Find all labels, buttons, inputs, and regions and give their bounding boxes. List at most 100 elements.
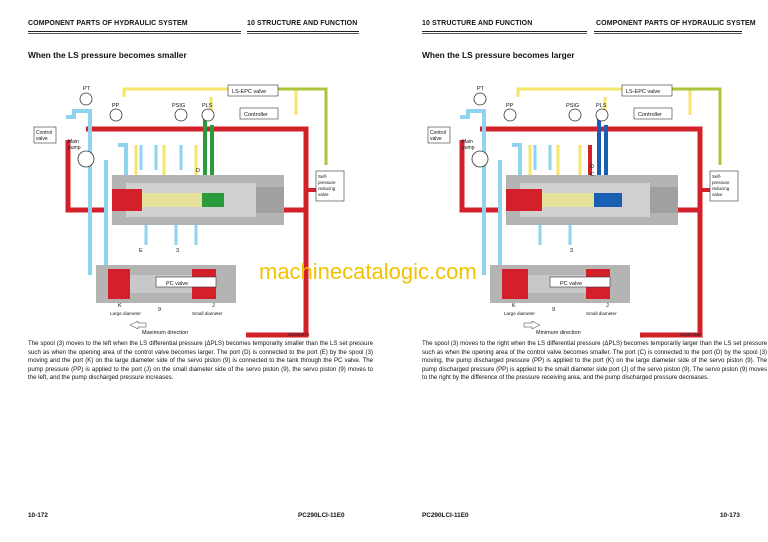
section-title: When the LS pressure becomes smaller: [28, 50, 187, 60]
header-right-text: 10 STRUCTURE AND FUNCTION: [247, 20, 358, 27]
label-ls-epc: LS-EPC valve: [626, 89, 660, 95]
control-valve-box: [427, 126, 451, 144]
drain-line: [538, 225, 572, 245]
pilot-line: [516, 87, 692, 115]
pump-pressure-line: [86, 126, 309, 213]
figure-id: G0000079: [288, 332, 310, 337]
right-page: 10 STRUCTURE AND FUNCTION COMPONENT PART…: [384, 0, 768, 542]
pc-valve-label-box: [155, 276, 217, 288]
pc-valve-label-box: [549, 276, 611, 288]
label-ls-epc: LS-EPC valve: [232, 89, 266, 95]
gauge-psig: [174, 108, 188, 122]
control-valve-box: [33, 126, 57, 144]
label-pp: PP: [112, 103, 120, 109]
spool-end: [112, 189, 142, 211]
drain-line: [512, 143, 522, 175]
label-control-valve-1: Control: [36, 130, 52, 136]
label-psig: PSIG: [172, 103, 185, 109]
label-self-1: Self-: [318, 174, 328, 179]
header-rule-thin: [28, 33, 241, 34]
label-port-k: K: [118, 303, 122, 309]
label-main-pump-1: Main: [68, 139, 79, 145]
header-rule: [422, 31, 587, 32]
label-large-diameter: Large diameter: [504, 311, 535, 316]
ls-epc-box: [227, 84, 279, 97]
spool-ls-chamber: [202, 193, 224, 207]
label-control-valve-2: valve: [36, 136, 48, 142]
label-servo-9: 9: [158, 307, 161, 313]
header-rule-thin: [247, 33, 359, 34]
label-pls: PLS: [202, 103, 213, 109]
spool-end: [506, 189, 542, 211]
label-port-j: J: [212, 303, 215, 309]
label-controller: Controller: [638, 112, 662, 118]
pump-pressure-line: [640, 210, 703, 338]
footer-page-number: 10-172: [28, 512, 48, 519]
label-small-diameter: Small diameter: [192, 311, 223, 316]
section-title: When the LS pressure becomes larger: [422, 50, 575, 60]
spool: [542, 193, 594, 207]
drain-line: [144, 225, 198, 245]
drain-line: [118, 143, 128, 175]
figure-id: G0000080: [680, 332, 702, 337]
body-paragraph: The spool (3) moves to the right when th…: [422, 340, 767, 382]
label-control-valve-2: valve: [430, 136, 442, 142]
pump-pressure-line: [246, 210, 309, 338]
self-reducing-valve-box: [709, 170, 739, 202]
gauge-psig: [568, 108, 582, 122]
gauge-pp: [503, 108, 517, 122]
pump-pressure-line: [459, 140, 502, 213]
label-servo-9: 9: [552, 307, 555, 313]
label-direction: Minimum direction: [536, 330, 581, 336]
spool-ls-chamber: [594, 193, 622, 207]
footer-model: PC290LCI-11E0: [298, 512, 345, 519]
gauge-pls: [595, 108, 609, 122]
label-pls: PLS: [596, 103, 607, 109]
gauge-pls: [201, 108, 215, 122]
label-port-d: D: [196, 168, 200, 174]
header-left-text: 10 STRUCTURE AND FUNCTION: [422, 20, 533, 27]
header-rule-thin: [422, 33, 587, 34]
hydraulic-diagram: PT PP PSIG PLS LS-EPC valve Controller C…: [427, 84, 739, 338]
label-self-4: valve: [318, 192, 329, 197]
pump-pressure-line: [480, 126, 703, 213]
ls-epc-box: [621, 84, 673, 97]
label-pt: PT: [83, 86, 91, 92]
header-rule: [28, 31, 241, 32]
controller-box: [239, 107, 279, 120]
direction-arrow-icon: [129, 320, 147, 330]
label-port-c: C: [590, 172, 594, 178]
gauge-pp: [109, 108, 123, 122]
watermark-text: machinecatalogic.com: [259, 259, 477, 284]
hydraulic-diagram: PT PP PSIG PLS LS-EPC valve Controller C…: [33, 84, 345, 338]
label-main-pump-2: pump: [462, 145, 475, 151]
header-rule-thin: [594, 33, 742, 34]
label-pt: PT: [477, 86, 485, 92]
direction-arrow-icon: [523, 320, 541, 330]
servo-large-chamber: [502, 269, 528, 299]
spool-spring: [650, 187, 678, 213]
label-port-d: D: [590, 164, 594, 170]
label-port-e: E: [139, 248, 143, 254]
label-large-diameter: Large diameter: [110, 311, 141, 316]
pump-pressure-line: [65, 140, 108, 213]
drain-line: [139, 145, 183, 170]
servo-large-chamber: [108, 269, 130, 299]
label-spool-3: 3: [570, 248, 573, 254]
label-pc-valve: PC valve: [166, 281, 188, 287]
label-pp: PP: [506, 103, 514, 109]
pilot-line: [122, 87, 298, 115]
footer-page-number: 10-173: [720, 512, 740, 519]
label-controller: Controller: [244, 112, 268, 118]
label-self-1: Self-: [712, 174, 722, 179]
label-self-4: valve: [712, 192, 723, 197]
spool-spring: [256, 187, 284, 213]
label-self-2: pressure: [318, 180, 336, 185]
footer-model: PC290LCI-11E0: [422, 512, 469, 519]
label-self-2: pressure: [712, 180, 730, 185]
header-rule: [247, 31, 359, 32]
label-port-j: J: [606, 303, 609, 309]
controller-box: [633, 107, 673, 120]
label-spool-3: 3: [176, 248, 179, 254]
main-pump-symbol: [471, 150, 489, 168]
